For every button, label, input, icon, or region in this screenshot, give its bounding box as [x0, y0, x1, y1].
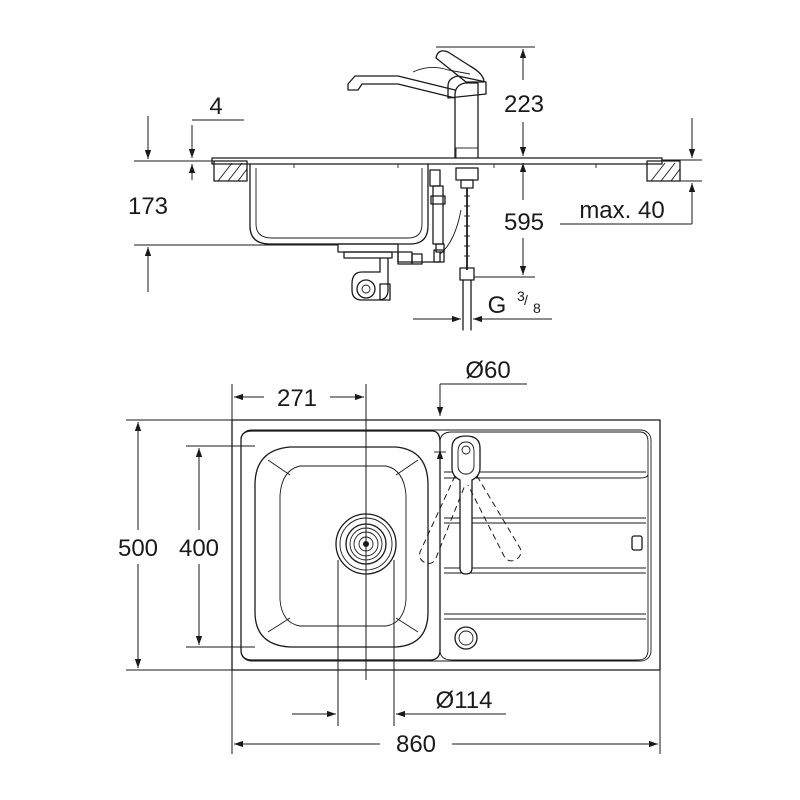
dim-860: 860	[231, 670, 661, 758]
side-view: 4 173 223 595	[128, 46, 702, 331]
thread-g-label: G	[488, 292, 507, 319]
countertop-left	[213, 160, 248, 182]
bowl-top	[240, 430, 441, 661]
supply-hoses	[439, 167, 479, 331]
dim-max40: max. 40	[560, 118, 702, 225]
dim-phi60-label: Ø60	[465, 357, 510, 384]
dim-4-label: 4	[209, 93, 222, 120]
dim-phi114: Ø114	[292, 560, 506, 726]
dim-173: 173	[128, 116, 338, 292]
dim-860-label: 860	[396, 731, 436, 758]
sink-rim	[211, 157, 663, 168]
dim-500: 500	[118, 419, 232, 671]
dim-595-label: 595	[504, 209, 544, 236]
countertop-right	[646, 160, 681, 182]
dim-phi114-label: Ø114	[436, 687, 493, 714]
dim-223-label: 223	[504, 91, 544, 118]
thread-slash: /	[524, 292, 528, 308]
dim-223: 223	[436, 46, 544, 156]
dim-4: 4	[184, 93, 244, 180]
dim-400-label: 400	[179, 535, 219, 562]
dim-173-label: 173	[128, 193, 168, 220]
top-view: 271 Ø60 500 400	[118, 357, 661, 758]
dim-595: 595	[474, 163, 544, 278]
drain-assembly	[337, 243, 445, 301]
sink-bowl-side	[249, 163, 429, 245]
overflow-tube	[429, 169, 446, 253]
sink-outline-top	[231, 419, 661, 671]
faucet-side	[347, 50, 487, 159]
dim-thread: G 3 / 8	[413, 288, 552, 323]
dim-max40-label: max. 40	[579, 197, 664, 224]
dim-271: 271	[231, 384, 367, 680]
dim-271-label: 271	[277, 385, 317, 412]
thread-denominator: 8	[533, 300, 541, 316]
dim-500-label: 500	[118, 535, 158, 562]
thread-numerator: 3	[517, 288, 525, 304]
dim-phi60: Ø60	[434, 357, 527, 470]
faucet-top	[419, 435, 522, 575]
drainboard	[439, 431, 649, 661]
dim-400: 400	[179, 445, 255, 648]
